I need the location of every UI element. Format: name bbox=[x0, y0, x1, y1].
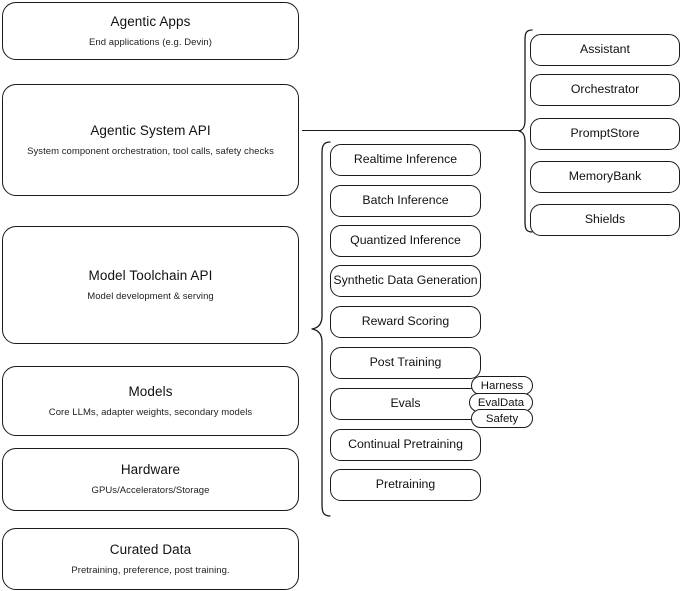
chip-memorybank[interactable]: MemoryBank bbox=[530, 161, 680, 193]
chip-label: PromptStore bbox=[570, 126, 640, 141]
chip-label: Pretraining bbox=[375, 477, 436, 492]
connector-line-system-api-to-components bbox=[302, 130, 520, 132]
chip-orchestrator[interactable]: Orchestrator bbox=[530, 74, 680, 106]
layer-subtitle: Pretraining, preference, post training. bbox=[71, 564, 230, 576]
layer-hardware[interactable]: Hardware GPUs/Accelerators/Storage bbox=[2, 448, 299, 511]
chip-label: Reward Scoring bbox=[361, 314, 450, 329]
layer-models[interactable]: Models Core LLMs, adapter weights, secon… bbox=[2, 366, 299, 436]
chip-label: Synthetic Data Generation bbox=[333, 273, 478, 288]
chip-label: Batch Inference bbox=[362, 193, 449, 208]
chip-label: Continual Pretraining bbox=[348, 437, 463, 452]
chip-label: Orchestrator bbox=[570, 82, 640, 97]
chip-assistant[interactable]: Assistant bbox=[530, 34, 680, 66]
layer-subtitle: GPUs/Accelerators/Storage bbox=[91, 485, 210, 496]
badge-label: Harness bbox=[480, 379, 524, 392]
chip-label: MemoryBank bbox=[568, 169, 642, 184]
badge-safety[interactable]: Safety bbox=[471, 409, 533, 428]
chip-synthetic-data-generation[interactable]: Synthetic Data Generation bbox=[330, 265, 481, 297]
layer-title: Hardware bbox=[120, 462, 181, 478]
layer-agentic-system-api[interactable]: Agentic System API System component orch… bbox=[2, 84, 299, 196]
layer-title: Agentic System API bbox=[90, 122, 211, 138]
layer-title: Model Toolchain API bbox=[88, 267, 213, 283]
chip-post-training[interactable]: Post Training bbox=[330, 347, 481, 379]
chip-label: Quantized Inference bbox=[350, 233, 461, 248]
layer-subtitle: Model development & serving bbox=[87, 290, 214, 302]
chip-label: Shields bbox=[584, 212, 626, 227]
layer-model-toolchain-api[interactable]: Model Toolchain API Model development & … bbox=[2, 226, 299, 344]
layer-subtitle: Core LLMs, adapter weights, secondary mo… bbox=[48, 406, 253, 418]
chip-promptstore[interactable]: PromptStore bbox=[530, 118, 680, 150]
badge-label: Safety bbox=[485, 412, 519, 425]
chip-realtime-inference[interactable]: Realtime Inference bbox=[330, 144, 481, 176]
layer-subtitle: System component orchestration, tool cal… bbox=[27, 145, 274, 157]
badge-evaldata[interactable]: EvalData bbox=[469, 393, 533, 412]
chip-pretraining[interactable]: Pretraining bbox=[330, 469, 481, 501]
chip-quantized-inference[interactable]: Quantized Inference bbox=[330, 225, 481, 257]
layer-title: Agentic Apps bbox=[110, 13, 191, 29]
layer-agentic-apps[interactable]: Agentic Apps End applications (e.g. Devi… bbox=[2, 2, 299, 60]
brace-model-toolchain bbox=[311, 141, 331, 517]
layer-title: Models bbox=[128, 383, 173, 399]
chip-reward-scoring[interactable]: Reward Scoring bbox=[330, 306, 481, 338]
chip-batch-inference[interactable]: Batch Inference bbox=[330, 185, 481, 217]
chip-label: Post Training bbox=[369, 355, 442, 370]
chip-label: Realtime Inference bbox=[353, 152, 458, 167]
chip-shields[interactable]: Shields bbox=[530, 204, 680, 236]
chip-label: Evals bbox=[390, 396, 421, 411]
chip-continual-pretraining[interactable]: Continual Pretraining bbox=[330, 429, 481, 461]
layer-title: Curated Data bbox=[109, 541, 192, 557]
chip-evals[interactable]: Evals bbox=[330, 388, 481, 420]
layer-subtitle: End applications (e.g. Devin) bbox=[89, 36, 212, 48]
chip-label: Assistant bbox=[580, 42, 630, 57]
layer-curated-data[interactable]: Curated Data Pretraining, preference, po… bbox=[2, 528, 299, 590]
brace-agentic-system-components bbox=[518, 29, 533, 233]
badge-label: EvalData bbox=[477, 396, 525, 409]
